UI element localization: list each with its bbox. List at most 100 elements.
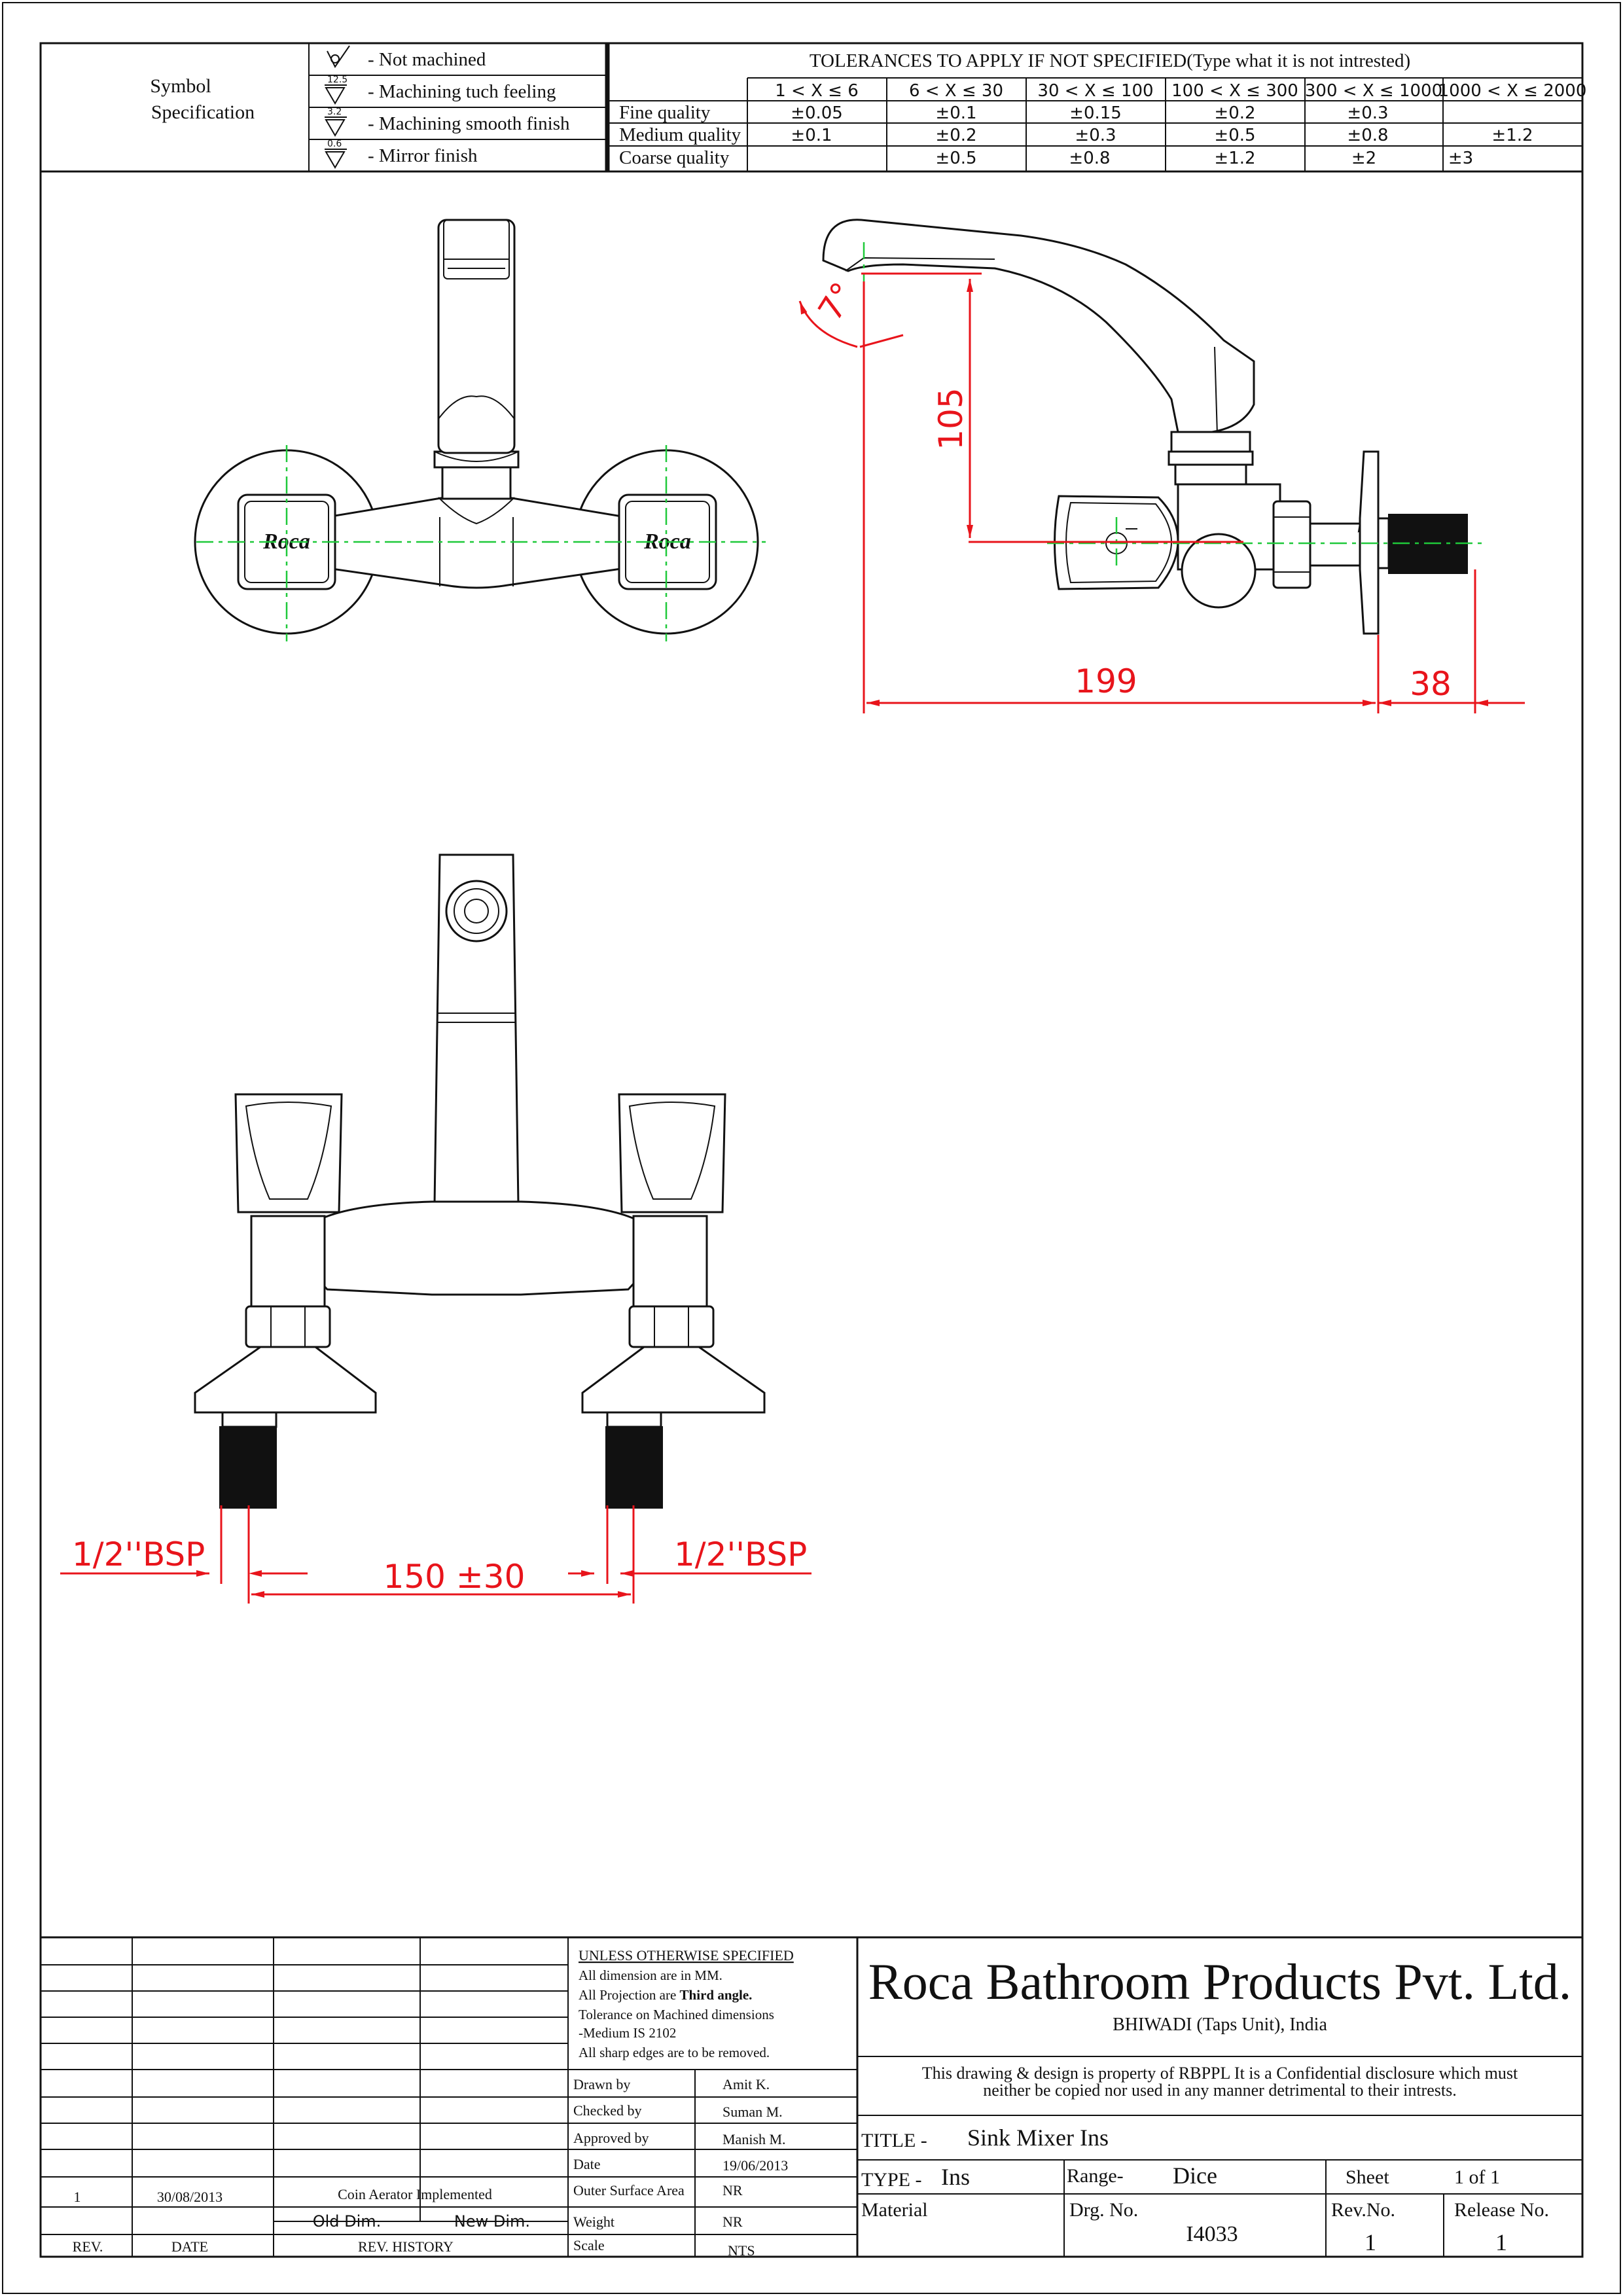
revision-history: Coin Aerator Implemented bbox=[338, 2186, 492, 2202]
symbol-text-3: - Machining smooth finish bbox=[368, 113, 570, 134]
col-history-label: REV. HISTORY bbox=[358, 2238, 454, 2255]
material-label: Material bbox=[861, 2199, 928, 2221]
bsp-right-dimension: 1/2''BSP bbox=[674, 1535, 807, 1573]
finish-3-2-symbol-icon: 3.2 bbox=[325, 107, 347, 137]
svg-text:Approved by: Approved by bbox=[573, 2130, 649, 2146]
svg-text:Outer Surface Area: Outer Surface Area bbox=[573, 2182, 685, 2198]
svg-text:Amit K.: Amit K. bbox=[722, 2076, 770, 2092]
range-label: Range- bbox=[1067, 2165, 1124, 2187]
svg-text:300 < X ≤ 1000: 300 < X ≤ 1000 bbox=[1305, 81, 1442, 101]
new-dim-label: New Dim. bbox=[454, 2212, 530, 2231]
not-machined-symbol-icon bbox=[327, 45, 350, 68]
notes-line-4: -Medium IS 2102 bbox=[579, 2025, 676, 2041]
finish-0-6-symbol-icon: 0.6 bbox=[325, 139, 347, 169]
length-dimension: 199 bbox=[1075, 662, 1137, 700]
svg-text:±3: ±3 bbox=[1448, 149, 1473, 168]
projection-bold: Third angle. bbox=[680, 1987, 753, 2003]
notes-line-2: All Projection are Third angle. bbox=[579, 1987, 752, 2003]
svg-text:±1.2: ±1.2 bbox=[1491, 126, 1533, 145]
header-block: Symbol Specification 12.5 3.2 0.6 - Not … bbox=[41, 43, 1586, 173]
notes-heading: UNLESS OTHERWISE SPECIFIED bbox=[579, 1947, 794, 1964]
svg-text:Date: Date bbox=[573, 2156, 601, 2172]
old-dim-label: Old Dim. bbox=[313, 2212, 382, 2231]
svg-text:±0.05: ±0.05 bbox=[791, 103, 843, 123]
svg-text:±0.8: ±0.8 bbox=[1069, 149, 1110, 168]
type-value: Ins bbox=[941, 2164, 970, 2190]
tolerance-row-medium: Medium quality ±0.1 ±0.2 ±0.3 ±0.5 ±0.8 … bbox=[619, 124, 1533, 145]
range-value: Dice bbox=[1173, 2162, 1217, 2189]
svg-text:Manish M.: Manish M. bbox=[722, 2131, 786, 2147]
svg-text:30 < X ≤ 100: 30 < X ≤ 100 bbox=[1037, 81, 1153, 101]
approvals: Drawn by Amit K. Checked by Suman M. App… bbox=[573, 2076, 788, 2259]
rear-view bbox=[194, 853, 766, 1509]
thread-length-dimension: 38 bbox=[1410, 665, 1452, 703]
notes-line-5: All sharp edges are to be removed. bbox=[579, 2045, 770, 2060]
title-value: Sink Mixer Ins bbox=[967, 2125, 1109, 2151]
angle-dimension: 7° bbox=[811, 276, 863, 327]
svg-text:±0.3: ±0.3 bbox=[1075, 126, 1116, 145]
tolerance-title: TOLERANCES TO APPLY IF NOT SPECIFIED(Typ… bbox=[810, 50, 1410, 71]
svg-text:12.5: 12.5 bbox=[327, 75, 348, 85]
svg-text:0.6: 0.6 bbox=[327, 139, 342, 149]
svg-text:±2: ±2 bbox=[1351, 149, 1376, 168]
height-dimension: 105 bbox=[932, 387, 970, 450]
title-label: TITLE - bbox=[861, 2130, 927, 2151]
tolerance-row-coarse: Coarse quality ±0.5 ±0.8 ±1.2 ±2 ±3 bbox=[619, 147, 1473, 168]
tolerance-row-fine: Fine quality ±0.05 ±0.1 ±0.15 ±0.2 ±0.3 bbox=[619, 102, 1389, 123]
svg-text:1 < X ≤ 6: 1 < X ≤ 6 bbox=[775, 81, 859, 101]
symbol-text-2: - Machining tuch feeling bbox=[368, 81, 556, 102]
release-label: Release No. bbox=[1454, 2199, 1549, 2221]
col-date-label: DATE bbox=[171, 2238, 208, 2255]
svg-text:±0.2: ±0.2 bbox=[935, 126, 976, 145]
front-view: Roca Roca bbox=[194, 219, 766, 641]
svg-text:6 < X ≤ 30: 6 < X ≤ 30 bbox=[909, 81, 1003, 101]
svg-text:100 < X ≤ 300: 100 < X ≤ 300 bbox=[1171, 81, 1298, 101]
svg-text:±1.2: ±1.2 bbox=[1214, 149, 1255, 168]
svg-text:3.2: 3.2 bbox=[327, 107, 342, 117]
svg-text:1000 < X ≤ 2000: 1000 < X ≤ 2000 bbox=[1438, 81, 1587, 101]
company-name: Roca Bathroom Products Pvt. Ltd. bbox=[868, 1953, 1572, 2010]
svg-text:±0.1: ±0.1 bbox=[935, 103, 976, 123]
svg-text:19/06/2013: 19/06/2013 bbox=[722, 2157, 788, 2174]
rev-label: Rev.No. bbox=[1331, 2199, 1395, 2221]
disclaimer-line-1: This drawing & design is property of RBP… bbox=[922, 2064, 1518, 2083]
svg-text:Medium quality: Medium quality bbox=[619, 124, 741, 145]
svg-text:±0.5: ±0.5 bbox=[935, 149, 976, 168]
svg-text:±0.15: ±0.15 bbox=[1069, 103, 1122, 123]
svg-text:Fine quality: Fine quality bbox=[619, 102, 711, 123]
svg-text:NR: NR bbox=[722, 2182, 743, 2198]
symbol-text-4: - Mirror finish bbox=[368, 145, 478, 166]
dimensions: 7° 105 199 38 1/2''BSP 1/2''BSP 150 ±30 bbox=[60, 272, 1525, 1604]
symbol-title-2: Specification bbox=[151, 101, 255, 123]
bsp-left-dimension: 1/2''BSP bbox=[72, 1535, 205, 1573]
company-location: BHIWADI (Taps Unit), India bbox=[1113, 2015, 1327, 2035]
rev-value: 1 bbox=[1364, 2229, 1376, 2255]
svg-text:±0.8: ±0.8 bbox=[1347, 126, 1388, 145]
type-label: TYPE - bbox=[861, 2169, 922, 2191]
svg-text:Weight: Weight bbox=[573, 2214, 615, 2230]
svg-text:NR: NR bbox=[722, 2214, 743, 2230]
svg-text:±0.5: ±0.5 bbox=[1214, 126, 1255, 145]
sheet-label: Sheet bbox=[1346, 2166, 1389, 2188]
svg-text:±0.1: ±0.1 bbox=[791, 126, 832, 145]
revision-number: 1 bbox=[74, 2189, 81, 2205]
title-block: 1 30/08/2013 Coin Aerator Implemented Ol… bbox=[41, 1936, 1582, 2259]
svg-text:Coarse quality: Coarse quality bbox=[619, 147, 730, 168]
drawing-frame bbox=[39, 42, 1584, 2258]
sheet-value: 1 of 1 bbox=[1454, 2166, 1500, 2188]
notes-line-3: Tolerance on Machined dimensions bbox=[579, 2007, 774, 2022]
svg-text:NTS: NTS bbox=[728, 2242, 755, 2259]
notes-line-1: All dimension are in MM. bbox=[579, 1967, 722, 1983]
disclaimer-line-2: neither be copied nor used in any manner… bbox=[983, 2081, 1456, 2100]
svg-text:Scale: Scale bbox=[573, 2237, 605, 2253]
finish-12-5-symbol-icon: 12.5 bbox=[325, 75, 348, 105]
release-value: 1 bbox=[1495, 2229, 1507, 2255]
svg-text:Drawn by: Drawn by bbox=[573, 2076, 630, 2092]
centers-dimension: 150 ±30 bbox=[383, 1558, 526, 1596]
svg-text:Suman M.: Suman M. bbox=[722, 2104, 783, 2120]
drg-value: I4033 bbox=[1186, 2222, 1238, 2246]
symbol-text-1: - Not machined bbox=[368, 49, 486, 70]
tolerance-range-headers: 1 < X ≤ 6 6 < X ≤ 30 30 < X ≤ 100 100 < … bbox=[775, 81, 1586, 101]
